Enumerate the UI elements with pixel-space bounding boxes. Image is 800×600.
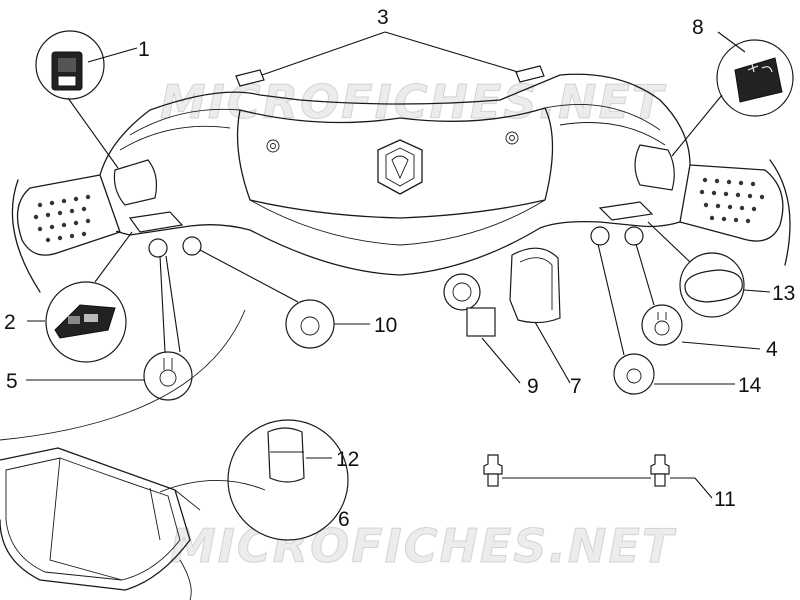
- callout-12: 12: [336, 448, 359, 471]
- horn-switch-icon: [734, 57, 783, 103]
- callout-3: 3: [377, 6, 389, 29]
- callout-7: 7: [570, 375, 582, 398]
- bubble-bulb-4: 4: [635, 243, 778, 361]
- watermark-bottom: MICROFICHES.NET: [170, 519, 677, 573]
- bubble-bulb-10: 10: [199, 249, 397, 349]
- callout-2: 2: [4, 311, 16, 334]
- handlebar-assembly: [11, 73, 791, 293]
- bubble-lens-13: 13: [647, 221, 795, 318]
- callout-8: 8: [692, 16, 704, 39]
- rocker-switch-icon: [51, 51, 83, 91]
- parts-3: 3: [235, 6, 545, 87]
- callout-14: 14: [738, 374, 762, 397]
- watermark-top: MICROFICHES.NET: [160, 75, 667, 129]
- part-7-socket: 7: [509, 247, 582, 398]
- bubble-bulb-12: 12: [227, 419, 359, 541]
- callout-10: 10: [374, 314, 397, 337]
- callout-6: 6: [338, 508, 350, 531]
- left-grip-texture: [33, 194, 91, 243]
- bubble-bulb-14: 14: [597, 243, 762, 397]
- callout-4: 4: [766, 338, 778, 361]
- piaggio-shield-icon: [377, 139, 423, 195]
- bubble-switch-1: 1: [35, 30, 150, 169]
- callout-11: 11: [714, 488, 736, 511]
- callout-13: 13: [772, 282, 795, 305]
- bubble-bulb-5: 5: [6, 255, 193, 401]
- callout-5: 5: [6, 370, 18, 393]
- right-grip-texture: [699, 177, 765, 224]
- bubble-switch-8: 8: [671, 16, 794, 157]
- dashboard-detail: [0, 309, 266, 600]
- callout-9: 9: [527, 375, 539, 398]
- part-9-socket: 9: [443, 273, 539, 398]
- callout-1: 1: [138, 38, 150, 61]
- parts-11-clips: 11: [483, 454, 736, 511]
- dimmer-switch-icon: [54, 304, 116, 339]
- bubble-switch-2: 2: [4, 231, 133, 363]
